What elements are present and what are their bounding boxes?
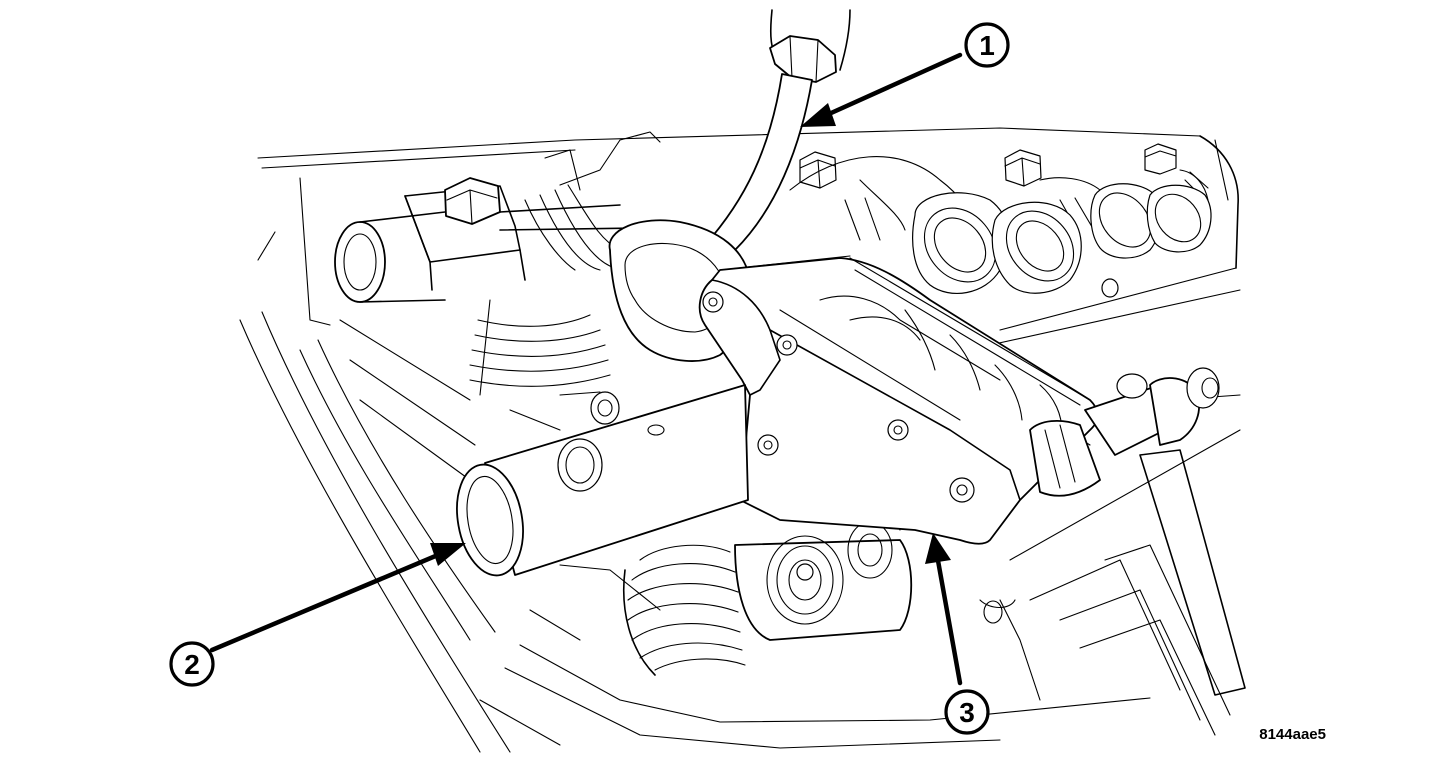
compressed-valve-spring bbox=[622, 509, 913, 676]
figure-id: 8144aae5 bbox=[1259, 726, 1326, 743]
callout-2-label: 2 bbox=[184, 649, 200, 680]
rocker-shaft-left bbox=[334, 177, 641, 303]
rocker-shaft-tube bbox=[456, 384, 749, 577]
valve-springs bbox=[469, 299, 620, 431]
callout-leaders bbox=[209, 52, 963, 686]
callout-3: 3 bbox=[944, 689, 990, 735]
callout-1-label: 1 bbox=[979, 30, 995, 61]
rocker-assemblies-right bbox=[789, 143, 1212, 298]
spring-compressor-tool bbox=[698, 255, 1099, 545]
cylinder-head-outline bbox=[239, 127, 1241, 753]
callout-1: 1 bbox=[964, 22, 1010, 68]
callout-2: 2 bbox=[169, 641, 215, 687]
callout-3-label: 3 bbox=[959, 697, 975, 728]
tool-threaded-rod-handle bbox=[1029, 367, 1246, 696]
